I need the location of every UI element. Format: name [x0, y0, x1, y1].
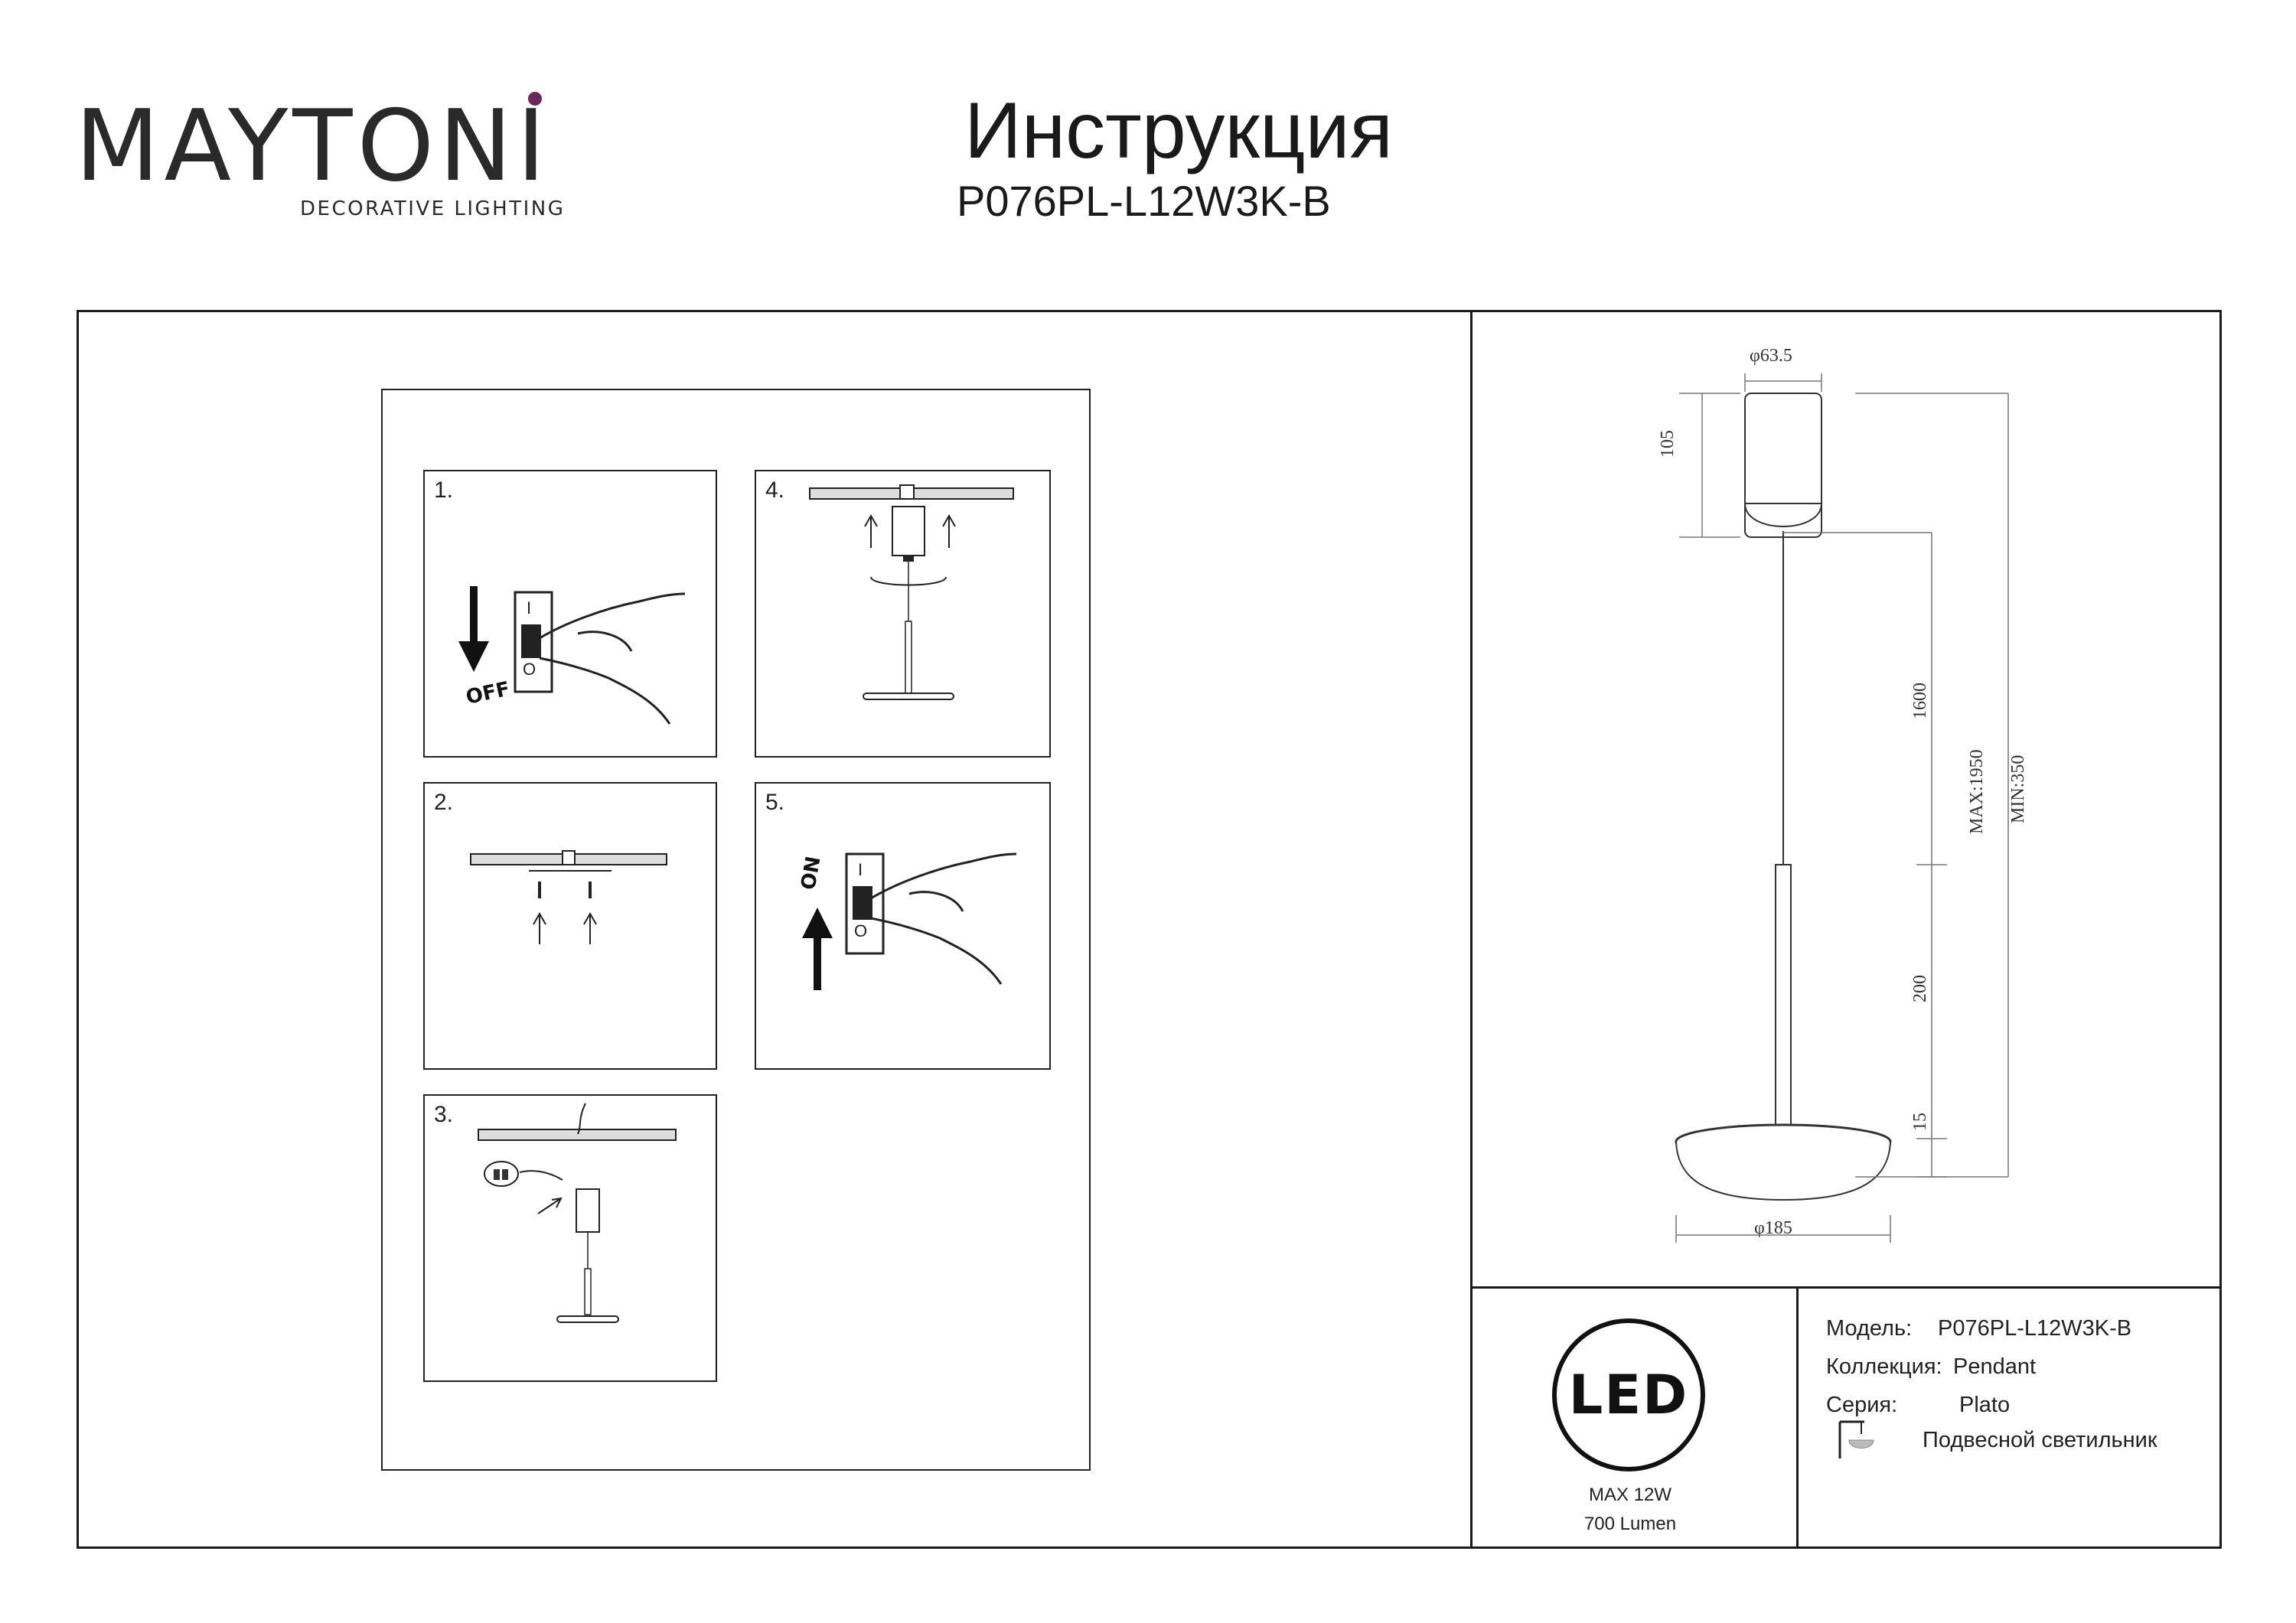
steps-panel	[381, 389, 1091, 1471]
led-lumen: 700 Lumen	[1583, 1514, 1677, 1534]
step-number: 2.	[434, 790, 454, 815]
svg-text:I: I	[858, 860, 863, 879]
step-number: 5.	[765, 790, 785, 815]
step-3: 3.	[423, 1094, 717, 1382]
brand-logo: MAYTONI	[75, 90, 550, 204]
frame-divider-vertical	[1470, 310, 1473, 1549]
step-5: 5. I O ON	[755, 782, 1051, 1070]
spec-series-value: Plato	[1959, 1393, 2011, 1417]
min-height-label: MIN:350	[2008, 754, 2028, 823]
disc-thickness-label: 15	[1910, 1113, 1930, 1131]
spec-series-label: Серия:	[1826, 1393, 1898, 1417]
stem-length-label: 200	[1910, 975, 1930, 1002]
attach-canopy-icon	[809, 484, 1014, 700]
frame-divider-specs	[1796, 1286, 1799, 1549]
led-badge-text: LED	[1568, 1364, 1689, 1426]
canopy-shape	[1744, 393, 1822, 538]
svg-text:O: O	[523, 660, 536, 679]
dimension-drawing	[1675, 373, 2009, 1243]
spec-collection-label: Коллекция:	[1826, 1354, 1942, 1379]
step-1: 1. I O OFF	[423, 470, 717, 758]
document-model: P076PL-L12W3K-B	[957, 177, 1331, 225]
spec-collection-value: Pendant	[1953, 1354, 2037, 1379]
ceiling-mount-screws-icon	[470, 850, 667, 944]
step-number: 1.	[434, 477, 454, 503]
brand-tagline: DECORATIVE LIGHTING	[300, 197, 566, 220]
switch-on-hand-icon: I O	[802, 852, 1017, 990]
svg-text:I: I	[527, 598, 531, 618]
spec-model-label: Модель:	[1826, 1316, 1913, 1341]
max-height-label: MAX:1950	[1967, 749, 1987, 834]
led-power: MAX 12W	[1588, 1484, 1672, 1505]
canopy-height-label: 105	[1658, 430, 1678, 458]
step-2: 2.	[423, 782, 717, 1070]
svg-text:O: O	[854, 921, 867, 940]
step-number: 3.	[434, 1102, 454, 1127]
spec-model-value: P076PL-L12W3K-B	[1938, 1316, 2132, 1341]
spec-type-value: Подвесной светильник	[1923, 1428, 2157, 1452]
step-number: 4.	[765, 477, 785, 503]
canopy-diameter-label: φ63.5	[1750, 346, 1792, 366]
cable-length-label: 1600	[1910, 683, 1930, 719]
pendant-lamp-icon	[1838, 1420, 1874, 1458]
document-title: Инструкция	[964, 86, 1393, 175]
disc-diameter-label: φ185	[1754, 1218, 1792, 1238]
wiring-connection-icon	[478, 1103, 677, 1323]
brand-logo-dot	[528, 92, 542, 106]
step-4: 4.	[755, 470, 1051, 758]
switch-off-hand-icon: I O	[458, 586, 686, 725]
outer-frame	[77, 310, 2222, 1549]
frame-divider-horizontal	[1470, 1286, 2222, 1289]
led-badge-icon: LED	[1552, 1318, 1705, 1471]
